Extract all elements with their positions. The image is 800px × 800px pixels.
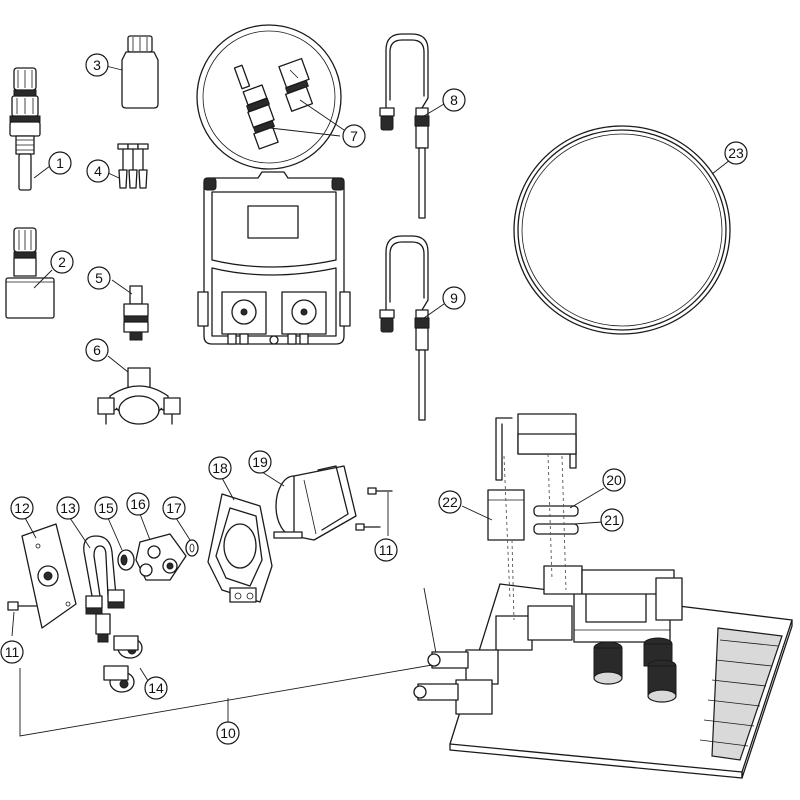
callout-7: 7 xyxy=(342,124,366,148)
part-5-fitting xyxy=(123,285,149,341)
svg-text:14: 14 xyxy=(148,680,164,696)
svg-text:5: 5 xyxy=(95,270,103,286)
svg-text:6: 6 xyxy=(93,342,101,358)
callout-15: 15 xyxy=(94,496,118,520)
callout-22: 22 xyxy=(438,490,462,514)
svg-text:9: 9 xyxy=(450,290,458,306)
svg-text:15: 15 xyxy=(98,500,114,516)
callout-4: 4 xyxy=(86,159,110,183)
svg-text:22: 22 xyxy=(442,494,458,510)
svg-text:17: 17 xyxy=(166,500,182,516)
part-1-injection-valve xyxy=(9,67,41,191)
part-8-probe xyxy=(379,33,430,219)
part-15-bearing xyxy=(117,549,135,571)
callout-21: 21 xyxy=(600,508,624,532)
pump-housing xyxy=(197,171,351,345)
part-4-screws xyxy=(117,143,149,189)
callout-23: 23 xyxy=(724,141,748,165)
part-6-pipe-saddle xyxy=(97,367,181,425)
part-12-backplate xyxy=(21,523,77,629)
part-18-pump-head xyxy=(207,493,273,603)
part-11-screw-left xyxy=(7,601,37,611)
part-19-motor xyxy=(273,465,357,541)
callout-9: 9 xyxy=(442,286,466,310)
callout-12: 12 xyxy=(10,496,34,520)
part-11-screws-right xyxy=(355,487,393,531)
part-20-fuse xyxy=(533,505,579,517)
callout-16: 16 xyxy=(126,492,150,516)
svg-text:10: 10 xyxy=(220,725,236,741)
callout-5: 5 xyxy=(87,266,111,290)
svg-text:1: 1 xyxy=(56,155,64,171)
callout-17: 17 xyxy=(162,496,186,520)
callout-8: 8 xyxy=(442,88,466,112)
callout-3: 3 xyxy=(85,53,109,77)
svg-text:8: 8 xyxy=(450,92,458,108)
svg-text:3: 3 xyxy=(93,57,101,73)
svg-text:12: 12 xyxy=(14,500,30,516)
part-23-tube-coil xyxy=(513,125,731,335)
svg-text:4: 4 xyxy=(94,163,102,179)
part-16-rotor xyxy=(135,533,187,581)
svg-text:21: 21 xyxy=(604,512,620,528)
callout-14: 14 xyxy=(144,676,168,700)
part-2-foot-valve xyxy=(5,227,55,319)
svg-text:18: 18 xyxy=(212,460,228,476)
part-13-pump-tube xyxy=(83,535,125,643)
callout-20: 20 xyxy=(602,468,626,492)
group-bracket xyxy=(19,587,439,737)
svg-text:11: 11 xyxy=(379,542,394,558)
control-board xyxy=(413,565,793,779)
part-9-probe xyxy=(379,235,430,421)
part-22-relay xyxy=(487,489,525,541)
svg-text:2: 2 xyxy=(58,254,66,270)
assembly-guides xyxy=(503,453,567,621)
part-17-nut xyxy=(185,539,199,557)
svg-text:19: 19 xyxy=(252,454,268,470)
callout-6: 6 xyxy=(85,338,109,362)
board-connector-housing xyxy=(495,413,577,481)
part-3-buffer-bottle xyxy=(121,35,159,109)
callout-19: 19 xyxy=(248,450,272,474)
svg-text:13: 13 xyxy=(60,500,76,516)
callout-1: 1 xyxy=(48,151,72,175)
svg-text:7: 7 xyxy=(350,128,358,144)
svg-text:11: 11 xyxy=(5,644,20,660)
svg-text:16: 16 xyxy=(130,496,146,512)
part-21-fuse xyxy=(533,523,579,535)
part-14-connectors xyxy=(103,635,143,693)
part-7-suction-valves xyxy=(196,24,342,170)
svg-text:23: 23 xyxy=(728,145,744,161)
callout-13: 13 xyxy=(56,496,80,520)
callout-18: 18 xyxy=(208,456,232,480)
callout-11-right: 11 xyxy=(374,538,398,562)
callout-11-left: 11 xyxy=(0,640,24,664)
callout-10: 10 xyxy=(216,721,240,745)
svg-text:20: 20 xyxy=(606,472,622,488)
callout-2: 2 xyxy=(50,250,74,274)
